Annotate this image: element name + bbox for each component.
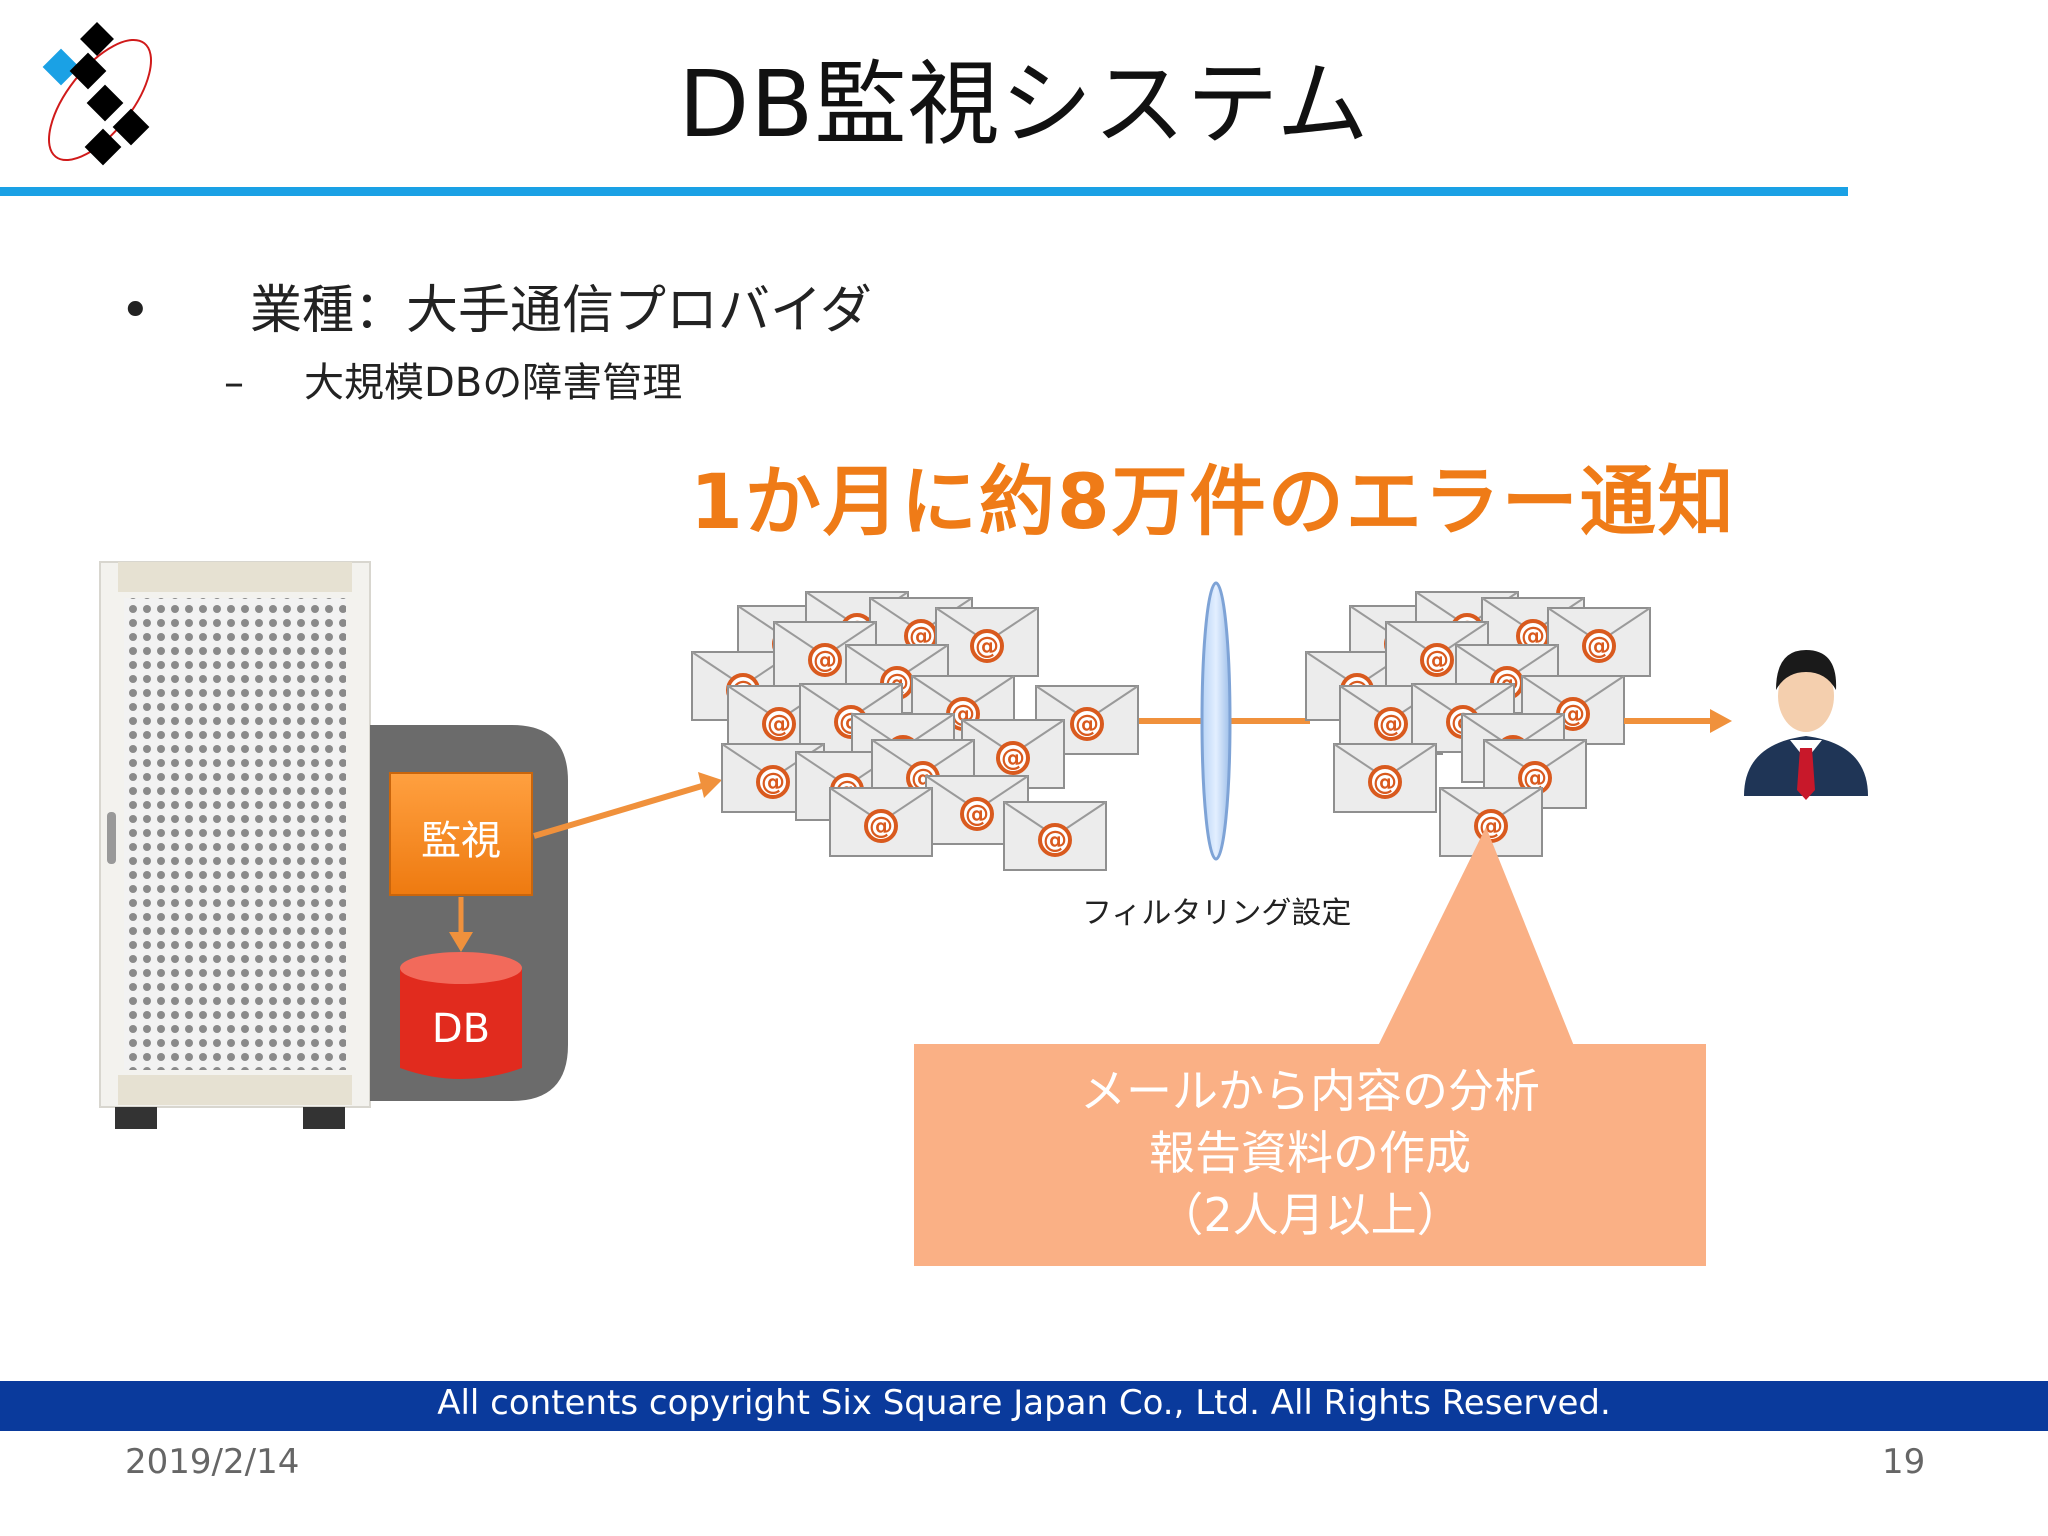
footer-date: 2019/2/14 (125, 1442, 300, 1482)
title-underline (0, 187, 1848, 196)
callout-text: メールから内容の分析 報告資料の作成 （2人月以上） (915, 1060, 1705, 1246)
footer-bar (0, 1381, 2048, 1431)
callout-line: 報告資料の作成 (1149, 1126, 1471, 1180)
person-icon (1744, 650, 1868, 800)
server-tower-icon (99, 561, 371, 1129)
filter-setting-label: フィルタリング設定 (1082, 896, 1352, 931)
sub-bullet-marker: – (224, 360, 244, 406)
callout-pointer (1378, 827, 1574, 1046)
bullet-marker: • (120, 281, 151, 341)
monitor-label: 監視 (421, 818, 501, 864)
email-envelope-icon-cluster-left (690, 590, 1140, 872)
db-label: DB (431, 1006, 491, 1052)
bullet-industry: • 業種：大手通信プロバイダ (120, 268, 872, 343)
footer-copyright: All contents copyright Six Square Japan … (437, 1383, 1611, 1423)
filter-lens-icon (1200, 581, 1232, 861)
monitor-box (389, 772, 533, 896)
page-number: 19 (1882, 1442, 1926, 1482)
email-envelope-icon-cluster-right (1304, 590, 1652, 858)
headline-error-count: 1か月に約8万件のエラー通知 (690, 457, 1736, 546)
sub-bullet-db-management: – 大規模DBの障害管理 (224, 350, 682, 408)
sub-bullet-text: 大規模DBの障害管理 (304, 360, 683, 406)
callout-box (914, 1044, 1706, 1266)
callout-line: （2人月以上） (1157, 1188, 1463, 1242)
database-cylinder-icon (400, 952, 522, 1079)
callout-line: メールから内容の分析 (1080, 1064, 1540, 1118)
bullet-text: 業種：大手通信プロバイダ (250, 281, 872, 341)
slide-title: DB監視システム (678, 51, 1370, 158)
company-logo (42, 22, 152, 166)
